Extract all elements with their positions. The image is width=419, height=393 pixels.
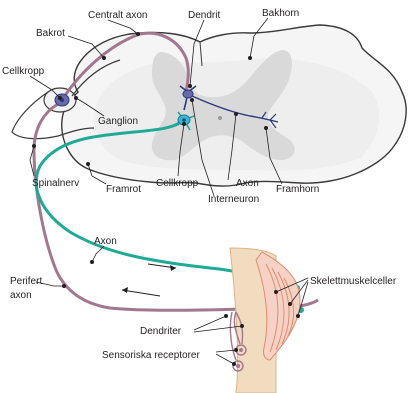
label-framhorn: Framhorn bbox=[276, 184, 319, 195]
label-perifert-axon-line2: axon bbox=[10, 290, 32, 301]
label-bakrot: Bakrot bbox=[36, 28, 65, 39]
label-skelettmuskelceller: Skelettmuskelceller bbox=[310, 276, 397, 287]
label-perifert-axon-line1: Perifert bbox=[10, 276, 42, 287]
label-sensoriska-receptorer: Sensoriska receptorer bbox=[102, 350, 200, 361]
direction-arrow-outward bbox=[122, 287, 160, 296]
label-axon-upper: Axon bbox=[236, 178, 259, 189]
central-canal bbox=[218, 116, 222, 120]
label-interneuron: Interneuron bbox=[208, 194, 259, 205]
label-framrot: Framrot bbox=[106, 184, 141, 195]
label-dendrit: Dendrit bbox=[188, 10, 220, 21]
spinal-cord bbox=[62, 25, 406, 186]
label-bakhorn: Bakhorn bbox=[262, 8, 299, 19]
label-cellkropp-horn: Cellkropp bbox=[156, 178, 199, 189]
label-spinalnerv: Spinalnerv bbox=[32, 178, 79, 189]
label-dendriter: Dendriter bbox=[140, 326, 182, 337]
label-ganglion: Ganglion bbox=[98, 116, 138, 127]
tissue bbox=[230, 248, 300, 393]
label-centralt-axon: Centralt axon bbox=[88, 10, 147, 21]
direction-arrow-inward bbox=[148, 264, 176, 271]
label-cellkropp-ganglion: Cellkropp bbox=[2, 66, 45, 77]
label-axon-lower: Axon bbox=[94, 236, 117, 247]
